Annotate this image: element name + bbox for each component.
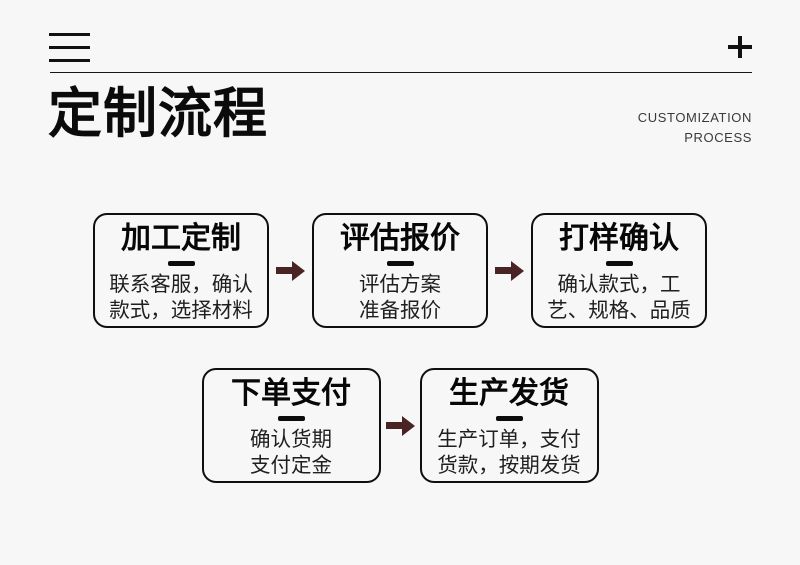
step-card-1: 加工定制 联系客服，确认 款式，选择材料 — [93, 213, 269, 328]
step-2-description: 评估方案 准备报价 — [359, 272, 441, 323]
flow-row-2: 下单支付 确认货期 支付定金 生产发货 生产订单，支付 货款，按期发货 — [0, 368, 800, 483]
arrow-right-icon — [385, 415, 415, 436]
step-divider-dash — [167, 260, 195, 266]
step-card-2: 评估报价 评估方案 准备报价 — [312, 213, 488, 328]
arrow-right-icon — [276, 260, 305, 281]
step-1-description: 联系客服，确认 款式，选择材料 — [109, 272, 253, 323]
step-divider-dash — [495, 415, 523, 421]
step-5-description: 生产订单，支付 货款，按期发货 — [437, 427, 581, 478]
step-4-description: 确认货期 支付定金 — [250, 427, 332, 478]
step-card-5: 生产发货 生产订单，支付 货款，按期发货 — [419, 368, 599, 483]
step-4-title: 下单支付 — [231, 377, 351, 410]
step-divider-dash — [605, 260, 633, 266]
step-card-3: 打样确认 确认款式，工 艺、规格、品质 — [531, 213, 707, 328]
arrow-right-icon — [495, 260, 524, 281]
step-5-title: 生产发货 — [449, 377, 569, 410]
step-1-title: 加工定制 — [121, 222, 241, 255]
subtitle-line-1: CUSTOMIZATION — [637, 110, 752, 125]
page-subtitle: CUSTOMIZATION PROCESS — [638, 108, 752, 148]
step-divider-dash — [386, 260, 414, 266]
hamburger-bar — [49, 59, 90, 62]
step-2-title: 评估报价 — [340, 222, 460, 255]
step-3-description: 确认款式，工 艺、规格、品质 — [547, 272, 691, 323]
process-flow: 加工定制 联系客服，确认 款式，选择材料 评估报价 评估方案 准备报价 — [0, 213, 800, 483]
step-3-title: 打样确认 — [559, 222, 679, 255]
page-title: 定制流程 — [48, 84, 268, 144]
hamburger-bar — [49, 46, 90, 49]
plus-icon[interactable] — [728, 36, 752, 58]
step-divider-dash — [277, 415, 305, 421]
flow-row-1: 加工定制 联系客服，确认 款式，选择材料 评估报价 评估方案 准备报价 — [0, 213, 800, 328]
subtitle-line-2: PROCESS — [684, 130, 752, 146]
title-row: 定制流程 CUSTOMIZATION PROCESS — [48, 86, 752, 148]
hamburger-bar — [49, 33, 90, 36]
step-card-4: 下单支付 确认货期 支付定金 — [201, 368, 381, 483]
hamburger-menu-icon[interactable] — [49, 33, 90, 62]
header-divider — [50, 72, 752, 73]
